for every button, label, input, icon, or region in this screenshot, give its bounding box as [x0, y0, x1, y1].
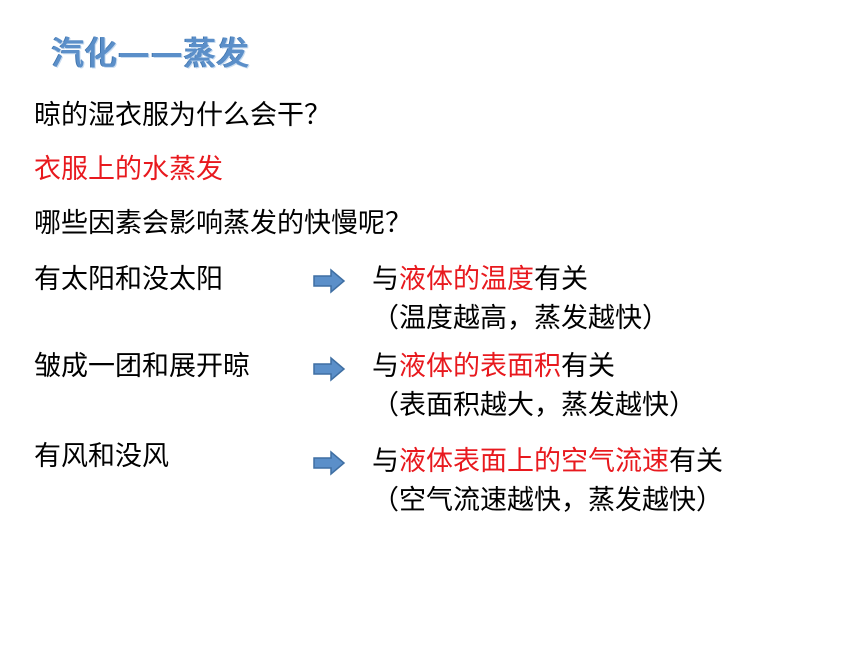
- factor-explanation: （温度越高，蒸发越快）: [372, 303, 669, 334]
- factor-prefix: 与: [372, 351, 399, 382]
- factor-prefix: 与: [372, 446, 399, 477]
- right-arrow-icon: [312, 268, 346, 294]
- factor-prefix: 与: [372, 264, 399, 295]
- factor-name: 液体表面上的空气流速: [399, 446, 669, 477]
- slide-title: 汽化——蒸发: [52, 34, 251, 72]
- factor-name: 液体的表面积: [399, 351, 561, 382]
- factor-relation: 与液体表面上的空气流速有关: [372, 445, 723, 479]
- right-arrow-icon: [312, 450, 346, 476]
- factor-condition: 皱成一团和展开晾: [34, 351, 250, 382]
- factor-suffix: 有关: [534, 264, 588, 295]
- factor-condition: 有太阳和没太阳: [34, 264, 223, 295]
- factor-relation: 与液体的表面积有关: [372, 350, 615, 384]
- factor-explanation: （空气流速越快，蒸发越快）: [372, 485, 723, 516]
- answer-text: 衣服上的水蒸发: [34, 154, 223, 185]
- factor-name: 液体的温度: [399, 264, 534, 295]
- right-arrow-icon: [312, 356, 346, 382]
- factor-relation: 与液体的温度有关: [372, 263, 588, 297]
- prompt-text: 哪些因素会影响蒸发的快慢呢？: [34, 208, 412, 239]
- factor-explanation: （表面积越大，蒸发越快）: [372, 390, 696, 421]
- factor-condition: 有风和没风: [34, 441, 169, 472]
- factor-suffix: 有关: [669, 446, 723, 477]
- question-text: 晾的湿衣服为什么会干？: [34, 100, 331, 131]
- factor-suffix: 有关: [561, 351, 615, 382]
